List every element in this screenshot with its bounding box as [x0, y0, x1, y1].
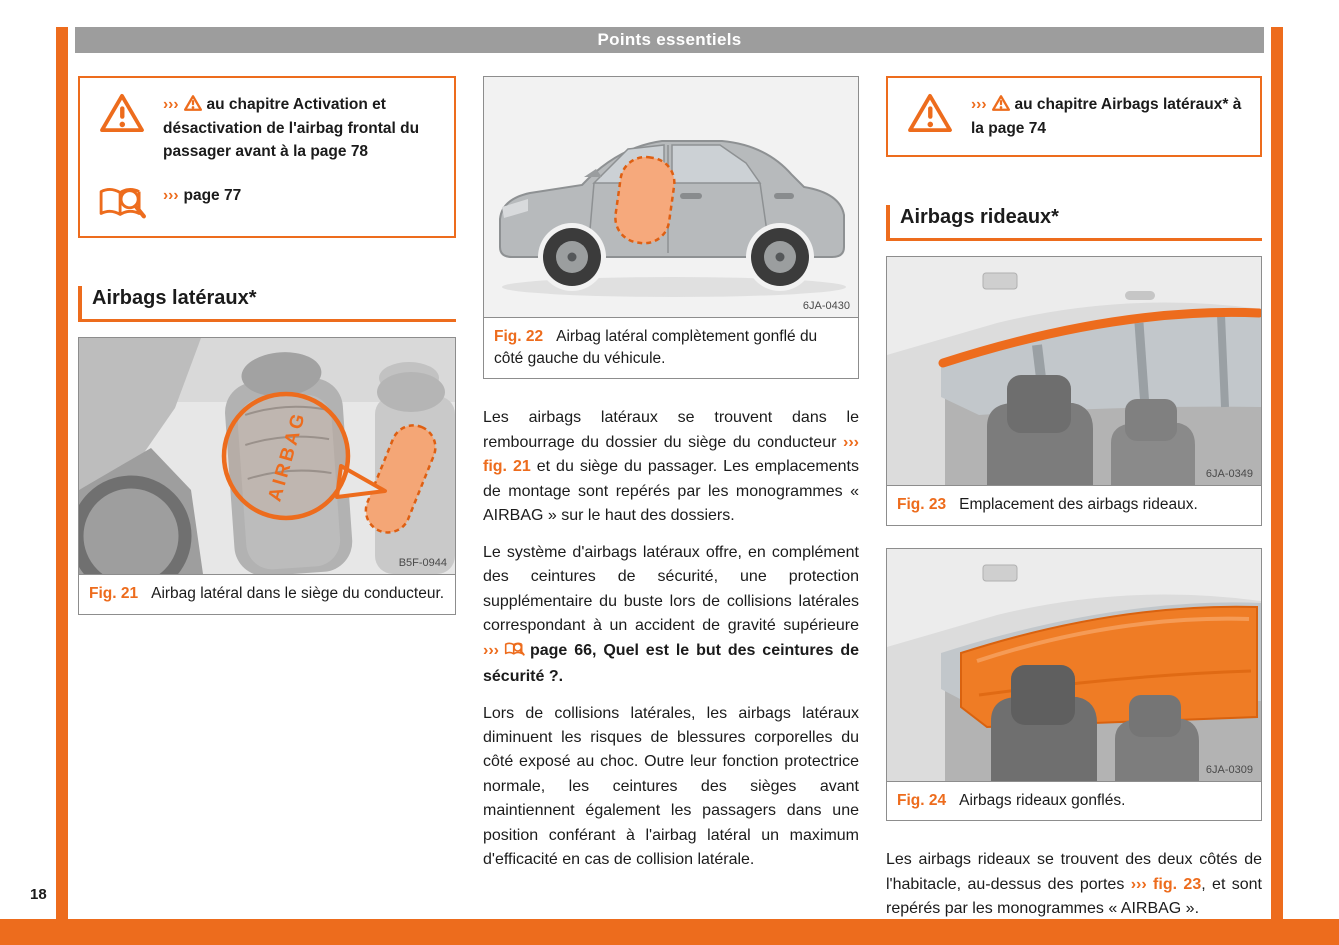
fig23-illustration: 6JA-0349: [887, 256, 1261, 485]
warning-icon-inline: [991, 95, 1010, 118]
chapter-title: Points essentiels: [597, 30, 742, 49]
warning-icon-inline: [183, 95, 202, 118]
image-code: 6JA-0309: [1206, 764, 1253, 776]
curtain-airbag-strip: [938, 307, 1261, 368]
dome-light-shape: [982, 272, 1018, 290]
headrest-shape: [1007, 374, 1071, 433]
fig21-reference: ››› fig. 21: [483, 433, 859, 476]
notice-reference-text: au chapitre Activation et désactivation …: [163, 96, 420, 160]
fig22-illustration: 6JA-0430: [484, 77, 858, 317]
callout-pointer: [335, 464, 387, 500]
fig24-illustration: 6JA-0309: [887, 548, 1261, 781]
grab-handle-shape: [1125, 290, 1155, 300]
reference-arrows: ›››: [163, 187, 179, 205]
image-code: B5F-0944: [399, 557, 447, 569]
front-wheel-shape: [543, 228, 601, 286]
figure-label: Fig. 22: [494, 328, 544, 345]
column-right: ›››au chapitre Airbags latéraux* à la pa…: [886, 76, 1262, 922]
figure-caption-text: Airbag latéral complètement gonflé du cô…: [494, 328, 818, 367]
paragraph-airbags-lateraux-2: Le système d'airbags latéraux offre, en …: [483, 541, 859, 690]
paragraph-text: , et sont repérés par les monogrammes « …: [886, 875, 1262, 918]
driver-seat-shape: [225, 352, 353, 575]
ceiling-shape: [887, 548, 1261, 647]
section-heading-airbags-rideaux: Airbags rideaux*: [886, 204, 1262, 241]
image-code: 6JA-0430: [803, 300, 850, 312]
notice-item: ›››au chapitre Activation et désactivati…: [95, 92, 439, 163]
warning-triangle-icon: [95, 92, 149, 133]
notice-reference-text: page 77: [183, 187, 242, 205]
cross-reference-box: ›››au chapitre Airbags latéraux* à la pa…: [886, 76, 1262, 157]
fig21-caption: Fig. 21 Airbag latéral dans le siège du c…: [79, 574, 455, 614]
notice-item: ›››page 77: [95, 183, 439, 222]
reference-arrows: ›››: [483, 641, 499, 659]
bottom-accent-bar: [0, 919, 1339, 945]
figure-caption-text: Emplacement des airbags rideaux.: [959, 495, 1198, 513]
headlight-shape: [502, 199, 528, 218]
fig21-illustration: AIRBAG B5F-0944: [79, 338, 455, 575]
notice-item: ›››au chapitre Airbags latéraux* à la pa…: [903, 92, 1245, 141]
paragraph-text: et du siège du passager. Les emplacement…: [483, 458, 860, 525]
paragraph-text: Les airbags latéraux se trouvent dans le…: [483, 409, 859, 451]
figure-23: 6JA-0349 Fig. 23 Emplacement des airbags …: [886, 255, 1262, 526]
fig23-reference: ››› fig. 23: [1130, 875, 1202, 893]
inflated-side-airbag: [614, 155, 676, 245]
door-pillar-shape: [79, 338, 201, 491]
fig24-caption: Fig. 24 Airbags rideaux gonflés.: [887, 780, 1261, 821]
paragraph-airbags-rideaux-1: Les airbags rideaux se trouvent des deux…: [886, 848, 1262, 921]
notice-text: ›››au chapitre Airbags latéraux* à la pa…: [971, 92, 1245, 141]
notice-reference-text: au chapitre Airbags latéraux* à la page …: [971, 96, 1242, 138]
page-number: 18: [30, 886, 47, 903]
paragraph-airbags-lateraux-3: Lors de collisions latérales, les airbag…: [483, 704, 859, 869]
side-airbag-pad: [364, 424, 437, 535]
fig23-caption: Fig. 23 Emplacement des airbags rideaux.: [887, 484, 1261, 525]
book-magnifier-icon-inline: [504, 641, 525, 665]
left-edge-accent-bar: [56, 27, 68, 919]
paragraph-airbags-lateraux-1: Les airbags latéraux se trouvent dans le…: [483, 406, 859, 528]
rear-wheel-shape: [751, 228, 809, 286]
figure-label: Fig. 23: [897, 495, 947, 513]
book-magnifier-icon: [95, 183, 149, 222]
figure-label: Fig. 21: [89, 585, 139, 603]
right-edge-accent-bar: [1271, 27, 1283, 919]
figure-21: AIRBAG B5F-0944 Fig. 21 Airbag latéral da…: [78, 337, 456, 616]
reference-arrows: ›››: [971, 96, 987, 113]
paragraph-text: Les airbags rideaux se trouvent des deux…: [886, 851, 1262, 893]
figure-caption-text: Airbags rideaux gonflés.: [959, 791, 1126, 809]
mirror-shape: [584, 169, 602, 177]
notice-text: ›››page 77: [163, 183, 241, 207]
figure-caption-text: Airbag latéral dans le siège du conducte…: [151, 585, 445, 603]
figure-label: Fig. 24: [897, 791, 947, 809]
image-code: 6JA-0349: [1206, 468, 1253, 480]
section-heading-airbags-lateraux: Airbags latéraux*: [78, 286, 456, 323]
reference-arrows: ›››: [163, 96, 179, 113]
ceiling-shape: [887, 256, 1261, 355]
notice-text: ›››au chapitre Activation et désactivati…: [163, 92, 439, 163]
steering-wheel-shape: [79, 475, 192, 575]
chapter-header-bar: Points essentiels: [75, 27, 1264, 53]
column-left: ›››au chapitre Activation et désactivati…: [78, 76, 456, 616]
airbag-callout-circle: [221, 392, 351, 521]
warning-triangle-icon: [903, 92, 957, 133]
headrest-shape: [1011, 664, 1075, 725]
dome-light-shape: [982, 564, 1018, 582]
page66-reference: page 66, Quel est le but des ceintures d…: [483, 641, 859, 686]
cross-reference-box: ›››au chapitre Activation et désactivati…: [78, 76, 456, 239]
paragraph-text: Le système d'airbags latéraux offre, en …: [483, 543, 859, 635]
figure-24: 6JA-0309 Fig. 24 Airbags rideaux gonflés.: [886, 547, 1262, 822]
